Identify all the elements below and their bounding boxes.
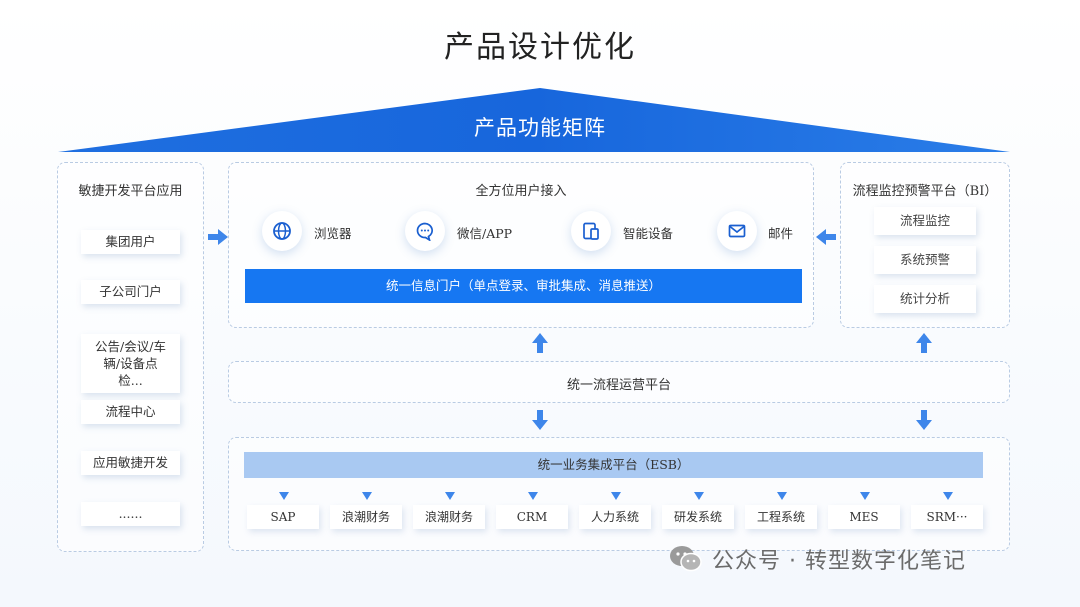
devices-icon[interactable]: [571, 211, 611, 251]
arrow-down-icon: [528, 492, 538, 500]
arrow-down-icon: [694, 492, 704, 500]
arrow-down-icon: [860, 492, 870, 500]
bi-item-system-alert[interactable]: 系统预警: [874, 246, 976, 274]
flow-platform-label: 统一流程运营平台: [566, 378, 671, 393]
roof-banner: [58, 88, 1010, 152]
system-sap[interactable]: SAP: [247, 505, 319, 529]
arrow-down-icon: [362, 492, 372, 500]
left-item-agile-dev[interactable]: 应用敏捷开发: [81, 451, 180, 475]
channel-browser-label: 浏览器: [314, 226, 352, 241]
system-inspur-finance-2[interactable]: 浪潮财务: [413, 505, 485, 529]
arrow-up-icon: [916, 333, 932, 353]
user-access-panel: 全方位用户接入 浏览器 微信/APP 智能设备 邮件 统一信息门户（单点登录、审…: [228, 162, 814, 328]
arrow-down-icon: [445, 492, 455, 500]
channel-mail-label: 邮件: [768, 226, 794, 241]
watermark: 公众号 · 转型数字化笔记: [668, 543, 966, 575]
system-engineering[interactable]: 工程系统: [745, 505, 817, 529]
watermark-text: 公众号 · 转型数字化笔记: [712, 549, 966, 574]
agile-platform-panel: 敏捷开发平台应用 集团用户 子公司门户 公告/会议/车 辆/设备点 检... 流…: [57, 162, 204, 552]
unified-portal-bar[interactable]: 统一信息门户（单点登录、审批集成、消息推送）: [245, 269, 802, 303]
arrow-down-icon: [611, 492, 621, 500]
arrow-up-icon: [532, 333, 548, 353]
esb-panel: 统一业务集成平台（ESB） SAP 浪潮财务 浪潮财务 CRM 人力系统 研发系…: [228, 437, 1010, 551]
arrow-right-icon: [208, 229, 228, 245]
arrow-down-icon: [279, 492, 289, 500]
agile-platform-title: 敏捷开发平台应用: [78, 184, 183, 199]
page-title: 产品设计优化: [444, 30, 636, 65]
flow-platform-panel: 统一流程运营平台: [228, 361, 1010, 403]
globe-icon[interactable]: [262, 211, 302, 251]
arrow-down-icon: [532, 410, 548, 430]
left-item-subsidiary-portal[interactable]: 子公司门户: [81, 280, 180, 304]
arrow-down-icon: [777, 492, 787, 500]
system-crm[interactable]: CRM: [496, 505, 568, 529]
esb-bar[interactable]: 统一业务集成平台（ESB）: [244, 452, 983, 478]
system-inspur-finance-1[interactable]: 浪潮财务: [330, 505, 402, 529]
system-rnd[interactable]: 研发系统: [662, 505, 734, 529]
system-mes[interactable]: MES: [828, 505, 900, 529]
wechat-logo-icon: [670, 546, 702, 572]
bi-item-statistics[interactable]: 统计分析: [874, 285, 976, 313]
left-item-group-users[interactable]: 集团用户: [81, 230, 180, 254]
mail-icon[interactable]: [717, 211, 757, 251]
bi-panel: 流程监控预警平台（BI） 流程监控 系统预警 统计分析: [840, 162, 1010, 328]
left-item-process-center[interactable]: 流程中心: [81, 400, 180, 424]
channel-wechat-label: 微信/APP: [457, 226, 513, 241]
bi-panel-title: 流程监控预警平台（BI）: [852, 184, 998, 199]
system-hr[interactable]: 人力系统: [579, 505, 651, 529]
arrow-down-icon: [943, 492, 953, 500]
arrow-down-icon: [916, 410, 932, 430]
left-item-notice-meeting[interactable]: 公告/会议/车 辆/设备点 检...: [81, 334, 180, 393]
bi-item-process-monitor[interactable]: 流程监控: [874, 207, 976, 235]
system-srm[interactable]: SRM···: [911, 505, 983, 529]
roof-label: 产品功能矩阵: [474, 116, 606, 140]
arrow-left-icon: [816, 229, 836, 245]
user-access-title: 全方位用户接入: [475, 184, 567, 199]
chat-bubble-icon[interactable]: [405, 211, 445, 251]
channel-devices-label: 智能设备: [623, 226, 674, 241]
left-item-more[interactable]: ......: [81, 502, 180, 526]
